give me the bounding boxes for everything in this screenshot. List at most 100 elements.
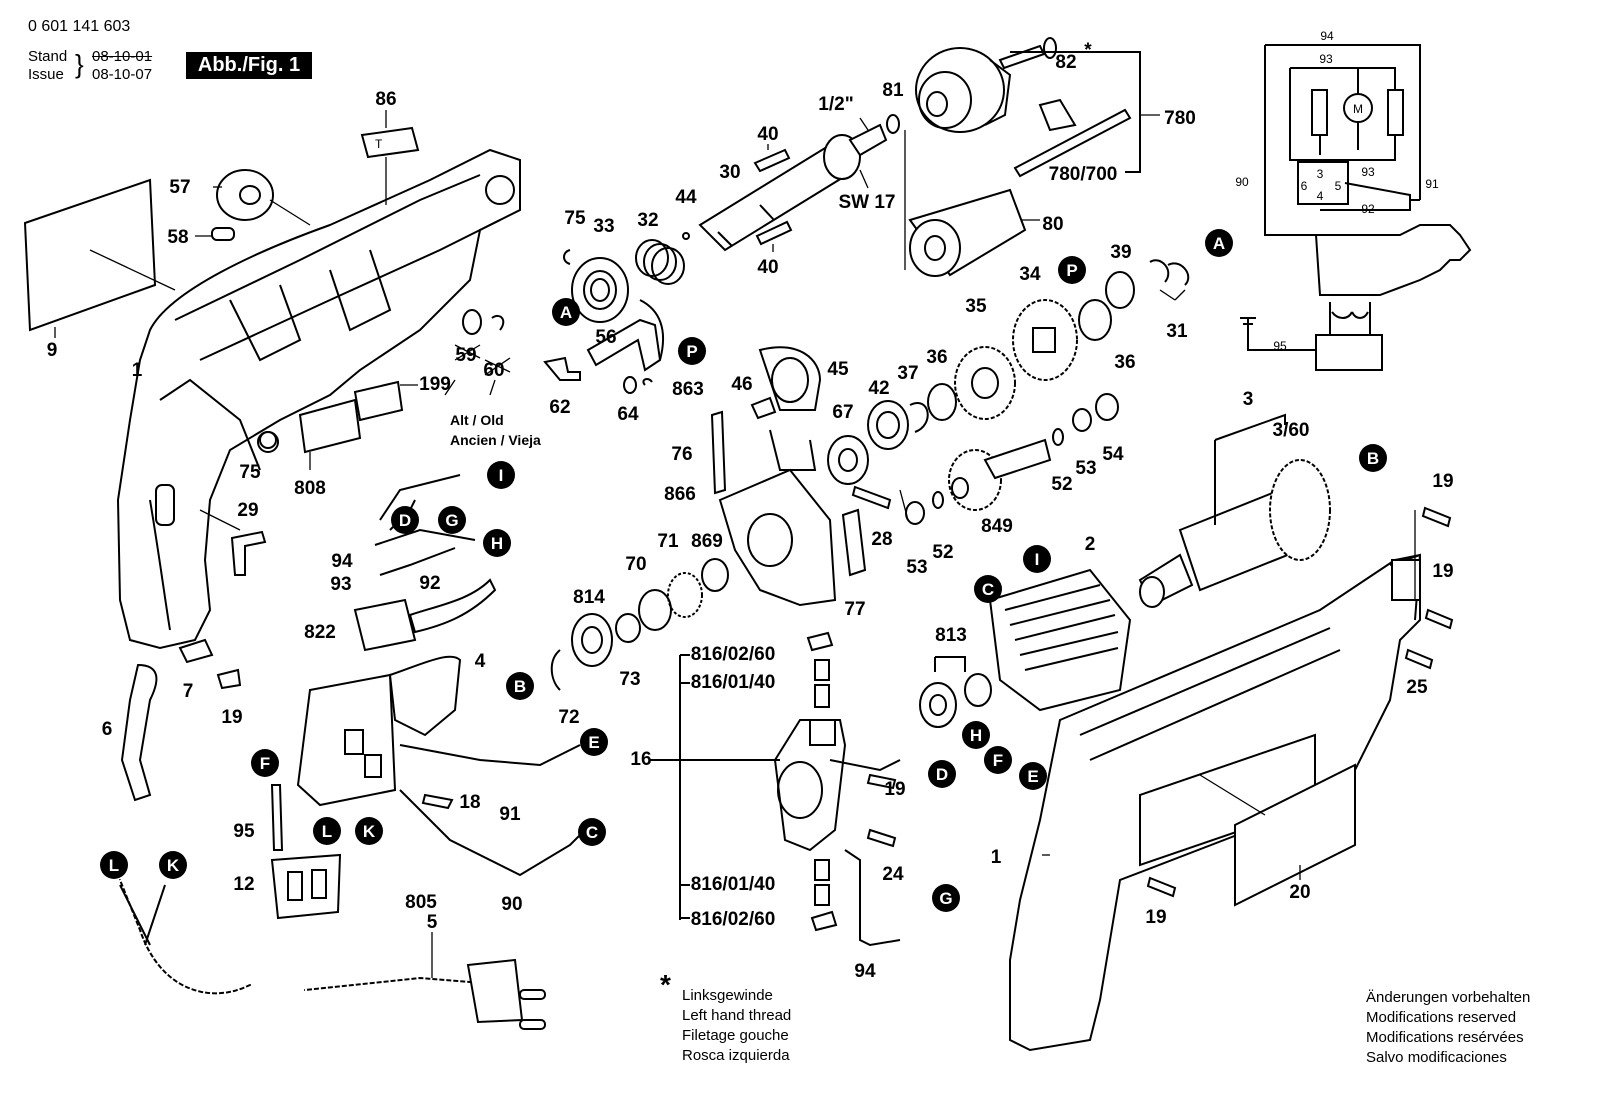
part-25-screw [1404,648,1434,670]
disclaimer-line: Modifications reserved [1366,1009,1517,1026]
part-71-washer [667,572,703,618]
part-label: 814 [573,587,605,608]
svg-text:L: L [322,822,332,841]
connector-marker: L [100,851,128,879]
part-label: 30 [719,162,740,183]
schematic-label: 94 [1320,29,1334,43]
part-81-ring [886,114,900,134]
part-56-shift-lever [586,299,665,372]
connector-marker: E [1019,762,1047,790]
part-36-washer [927,383,957,421]
part-label: 53 [1075,458,1096,479]
part-label: 816/01/40 [691,672,776,693]
part-label: 39 [1110,242,1131,263]
part-label: 25 [1406,677,1428,698]
schematic-label: 93 [1319,52,1333,66]
svg-text:E: E [1027,767,1038,786]
part-62-bracket [543,356,581,381]
part-24-screw [866,828,897,848]
connector-marker: L [313,817,341,845]
part-label: 58 [167,227,188,248]
svg-text:K: K [363,822,376,841]
wiring-schematic [1240,44,1472,371]
brush-clip [806,631,834,652]
part-label: 73 [619,669,640,690]
part-label: 75 [564,208,586,229]
svg-text:A: A [560,303,572,322]
part-20-rating-plate [1234,763,1356,907]
part-75-circlip [563,249,571,265]
part-780-700-chuck-key [1013,98,1132,178]
part-label: 57 [169,177,190,198]
part-59-washer [462,309,482,335]
part-52-washer [932,491,944,509]
part-6-cable-sleeve [120,663,158,802]
part-39-washer [1105,271,1135,309]
part-label: 5 [427,912,438,933]
part-94-wire [844,849,901,947]
footnote-line: Filetage gouche [682,1027,789,1044]
footnote-star: * [660,969,671,1000]
part-9-rating-plate [23,178,176,338]
part-label: 780/700 [1049,164,1118,185]
part-label: 71 [657,531,679,552]
part-label: 3 [1243,389,1254,410]
part-2-field-coil [988,568,1132,712]
footnote-line: Rosca izquierda [682,1047,790,1064]
part-label: 31 [1166,321,1188,342]
svg-text:L: L [109,856,119,875]
part-32-spring [635,239,685,285]
part-18-screw [421,793,454,810]
brace-icon: } [75,49,84,79]
part-label: 780 [1164,108,1196,129]
svg-text:E: E [588,733,599,752]
part-label: 82 [1055,52,1076,73]
part-label: 93 [330,574,351,595]
part-label: 9 [47,340,58,361]
part-number: 0 601 141 603 [28,18,131,35]
part-77-seal [841,508,867,577]
part-label: 75 [239,462,261,483]
disclaimer-line: Salvo modificaciones [1366,1049,1507,1066]
part-label: 2 [1085,534,1096,555]
part-label: 60 [483,360,504,381]
part-67-gear-bushing [827,435,869,485]
svg-text:G: G [445,511,458,530]
part-3-armature [1138,459,1331,608]
part-label: 1 [991,847,1002,868]
part-label: 199 [419,374,451,395]
connector-marker: B [1359,444,1387,472]
part-label: 3/60 [1273,420,1310,441]
part-label: 12 [233,874,254,895]
part-label: 1/2" [818,94,853,115]
part-label: 40 [757,257,778,278]
part-label: 37 [897,363,918,384]
svg-text:I: I [499,466,504,485]
part-label: 36 [1114,352,1135,373]
schematic-label: 90 [1235,175,1249,189]
part-label: 44 [675,187,697,208]
part-29-bracket [230,530,267,576]
connector-marker: I [487,461,515,489]
part-31-circlips [1149,259,1190,286]
part-label: 1 [132,360,143,381]
connector-marker: H [483,529,511,557]
brush-spring [814,659,830,681]
part-57-knob [195,169,311,241]
connector-marker: C [578,818,606,846]
part-64-ring [623,376,637,394]
connector-marker: D [391,506,419,534]
part-label: 67 [832,402,853,423]
svg-text:G: G [939,889,952,908]
part-label: 94 [854,961,876,982]
part-16-brush-plate [773,719,847,852]
part-label: 7 [183,681,194,702]
part-44-ball [682,232,690,240]
part-19-screw [1421,506,1452,528]
disclaimer-line: Änderungen vorbehalten [1366,989,1531,1006]
svg-text:P: P [686,342,697,361]
part-label: 92 [419,573,440,594]
svg-text:I: I [1035,550,1040,569]
